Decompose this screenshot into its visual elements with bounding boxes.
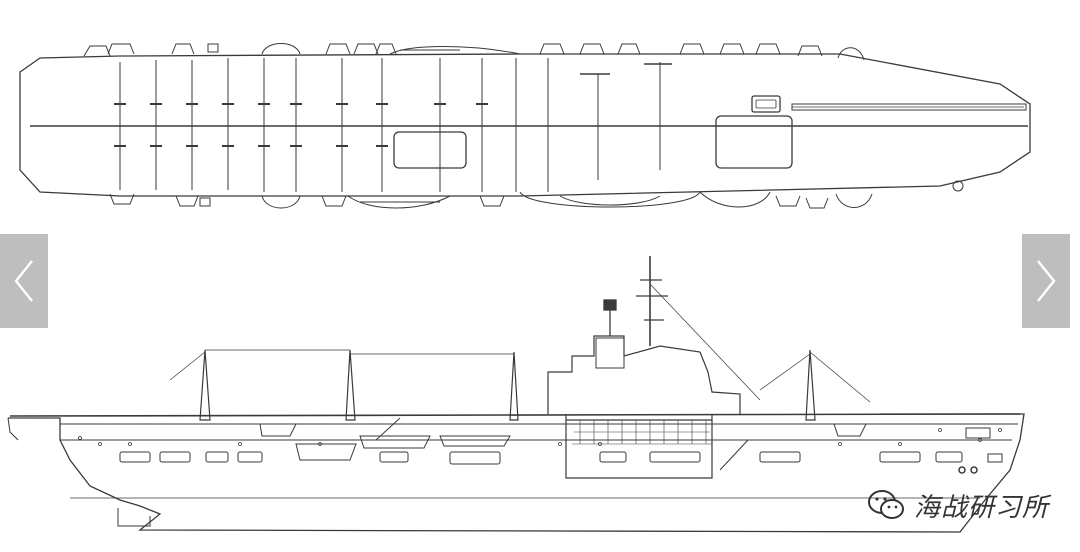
boats-and-cranes xyxy=(259,417,867,471)
plan-view xyxy=(19,43,1031,209)
island-superstructure xyxy=(547,256,741,479)
arrester-wires xyxy=(119,58,549,192)
funnel-cap xyxy=(603,299,617,311)
forward-elevator xyxy=(715,115,793,169)
masts xyxy=(199,349,816,421)
watermark: 海战研习所 xyxy=(866,486,1049,524)
portholes xyxy=(78,428,1002,446)
bottom-sponsons xyxy=(109,180,964,209)
watermark-text: 海战研习所 xyxy=(914,492,1050,523)
anchor-icon xyxy=(958,466,978,474)
flight-deck-edge xyxy=(9,413,1021,417)
wechat-logo-icon xyxy=(868,490,904,519)
chevron-left-icon xyxy=(14,260,33,302)
forward-hatch xyxy=(751,95,781,113)
aft-elevator xyxy=(393,131,467,169)
hull-outline xyxy=(8,413,1025,533)
catapult-track xyxy=(791,103,1027,111)
boat-bay xyxy=(572,419,712,445)
flight-deck-outline xyxy=(19,53,1031,197)
chevron-right-icon xyxy=(1037,260,1056,302)
rigging xyxy=(169,283,871,403)
hangar-openings xyxy=(119,451,963,465)
next-image-button[interactable] xyxy=(1022,234,1070,328)
top-sponsons xyxy=(83,43,865,61)
profile-view xyxy=(7,256,1025,533)
prev-image-button[interactable] xyxy=(0,234,48,328)
